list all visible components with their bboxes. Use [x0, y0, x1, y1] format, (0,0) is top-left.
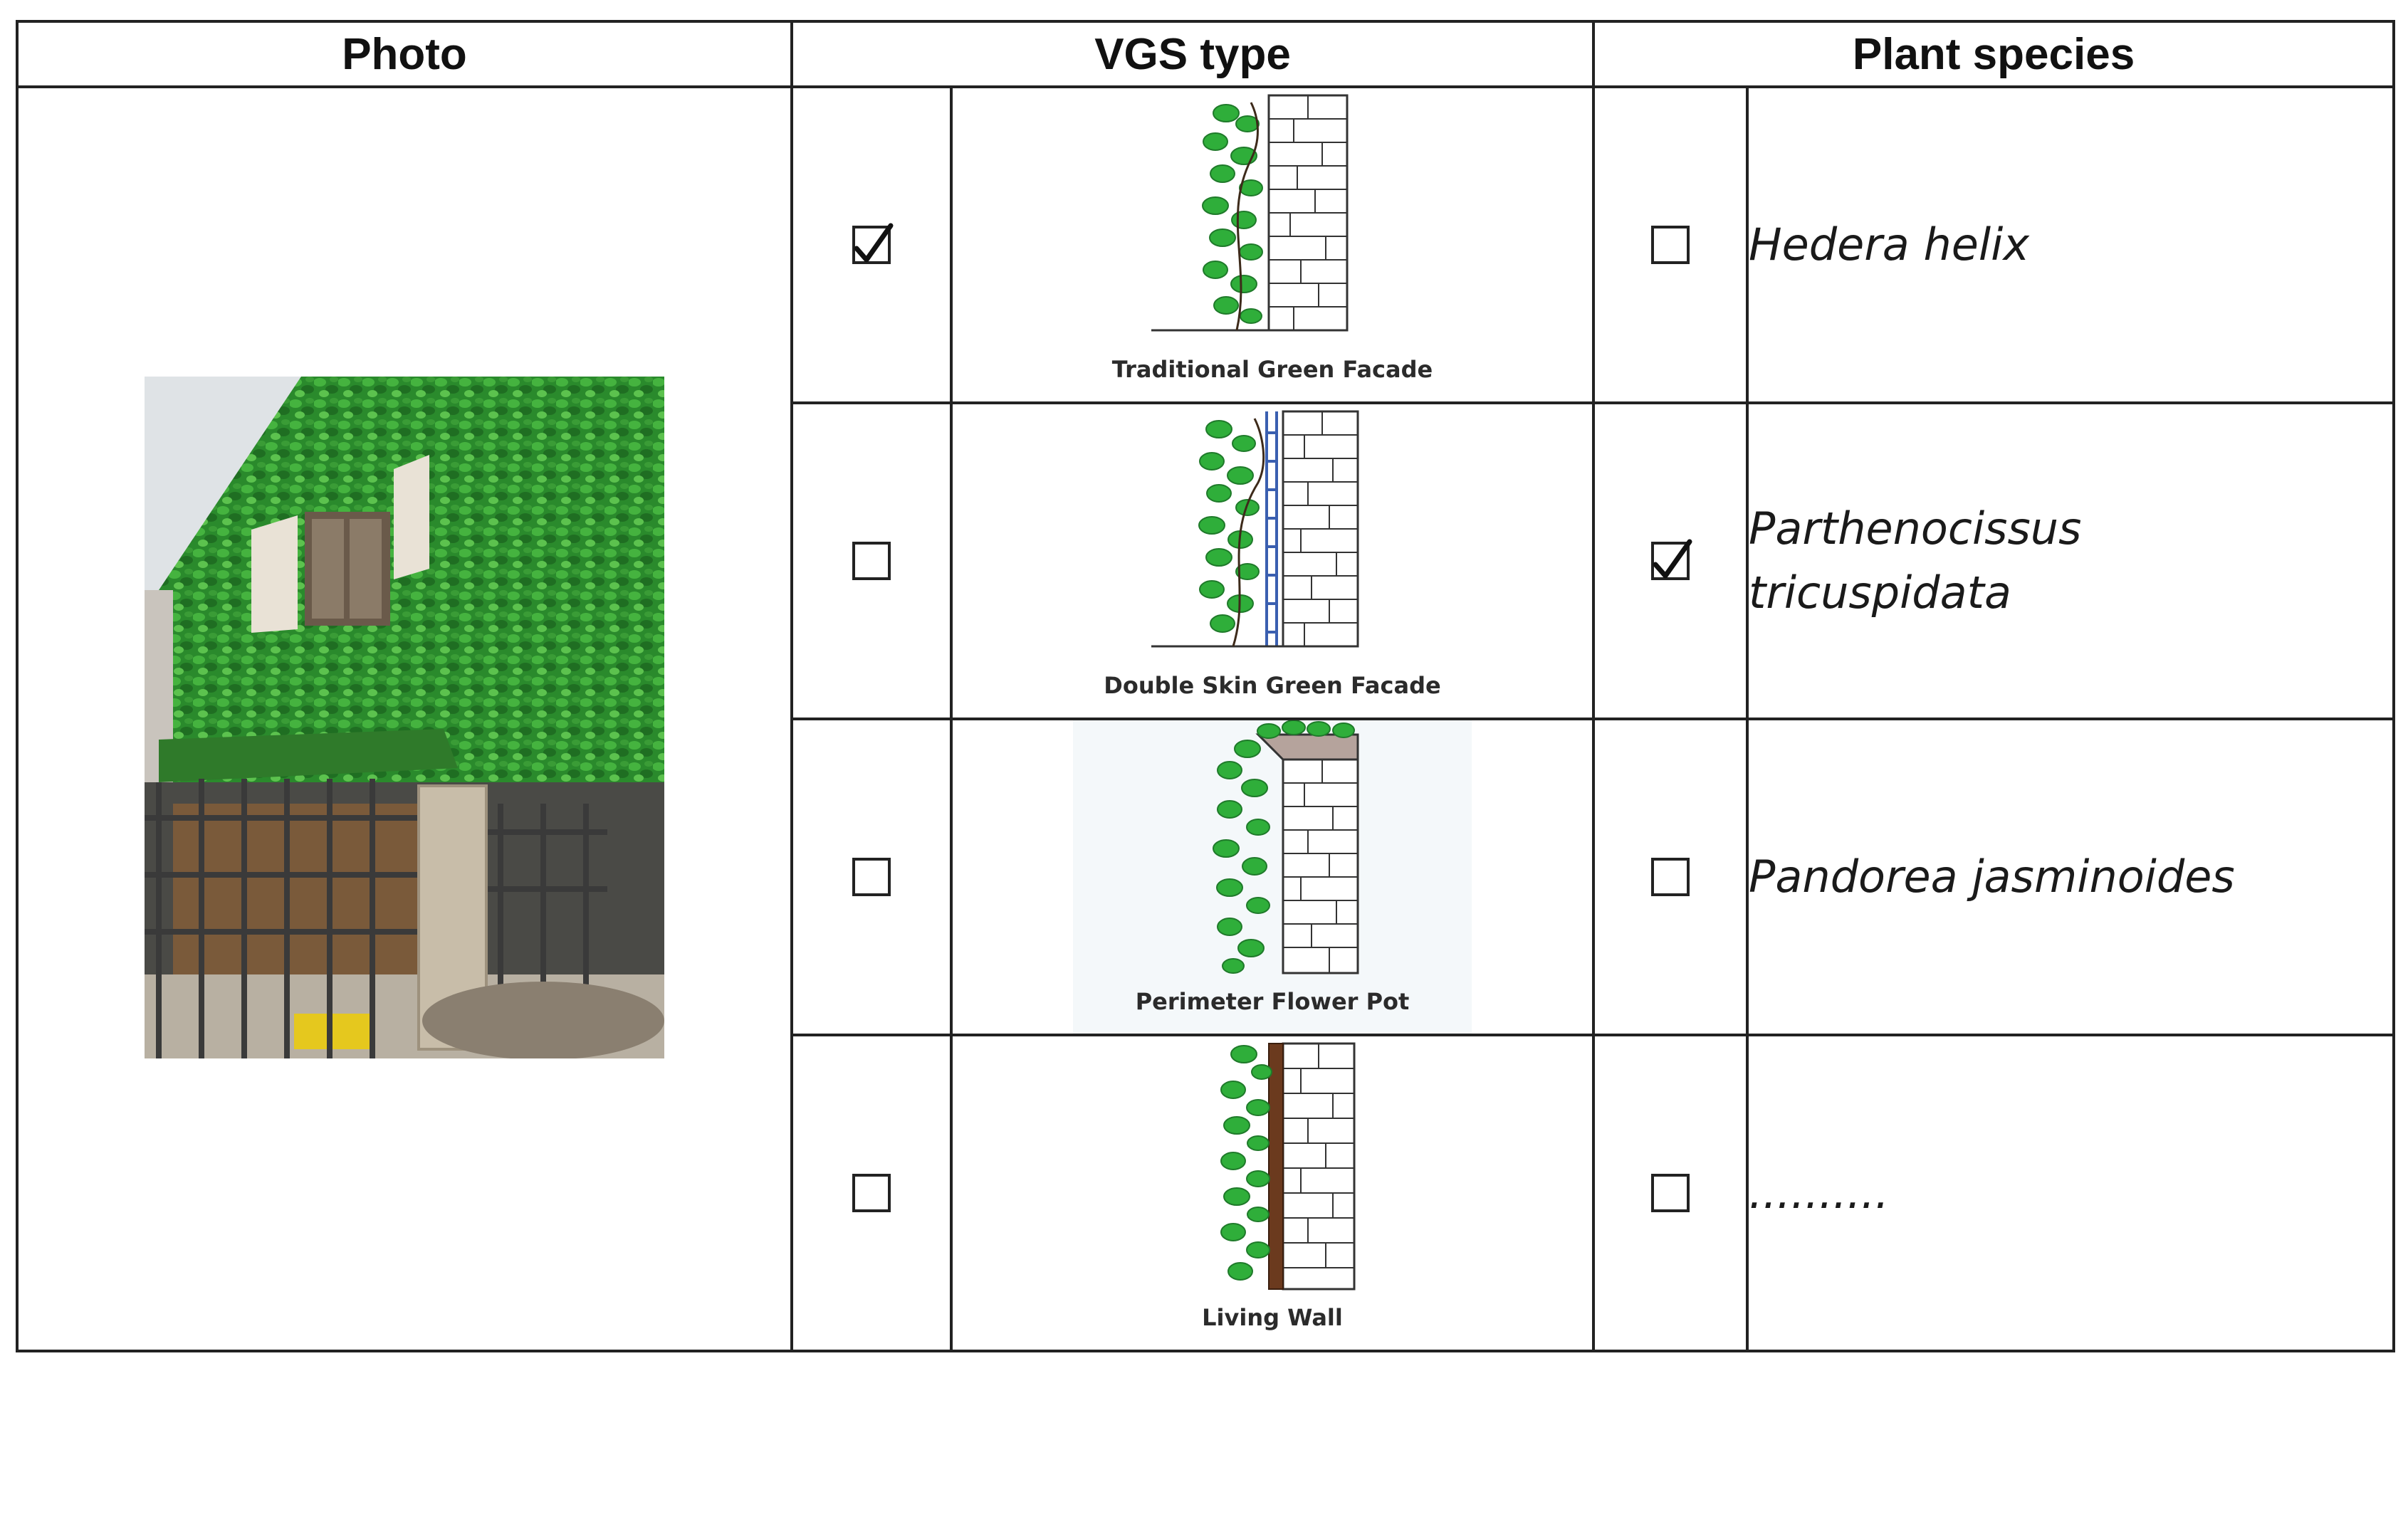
vgs-checkbox-cell: [790, 718, 953, 1036]
vgs-checkbox-cell: [790, 1034, 953, 1352]
species-checkbox-pandorea[interactable]: [1651, 858, 1690, 896]
vgs-caption: Living Wall: [1202, 1304, 1343, 1331]
table-row: Living Wall ..........: [17, 1034, 2396, 1352]
vgs-illustration-cell: Perimeter Flower Pot: [949, 718, 1596, 1036]
table-row: Double Skin Green Facade Parthenocissus …: [17, 401, 2396, 720]
species-name-text: Parthenocissus tricuspidata: [1749, 503, 2082, 619]
double-skin-green-facade-icon: [1151, 410, 1359, 648]
species-checkbox-cell: [1592, 85, 1749, 404]
species-checkbox-hedera[interactable]: [1651, 226, 1690, 264]
photo-cell: [16, 85, 793, 1352]
vgs-checkbox-cell: [790, 401, 953, 720]
vgs-illustration: Living Wall: [1073, 1036, 1472, 1350]
building-photo: [145, 376, 664, 1058]
vgs-checkbox-living-wall[interactable]: [852, 1174, 891, 1212]
species-checkbox-cell: [1592, 1034, 1749, 1352]
vgs-caption: Perimeter Flower Pot: [1135, 988, 1410, 1015]
vgs-illustration-cell: Traditional Green Facade: [949, 85, 1596, 404]
species-checkbox-other[interactable]: [1651, 1174, 1690, 1212]
checkmark-icon: [1653, 539, 1692, 579]
vgs-checkbox-traditional[interactable]: [852, 223, 894, 264]
vgs-survey-table: Photo VGS type Plant species: [16, 20, 2396, 1352]
vgs-checkbox-flower-pot[interactable]: [852, 858, 891, 896]
species-name: Pandorea jasminoides: [1746, 718, 2396, 1036]
header-row: Photo VGS type Plant species: [16, 20, 2396, 88]
species-name: Parthenocissus tricuspidata: [1746, 401, 2396, 720]
vgs-illustration-cell: Living Wall: [949, 1034, 1596, 1352]
vgs-checkbox-cell: [790, 85, 953, 404]
species-checkbox-cell: [1592, 718, 1749, 1036]
species-name: ..........: [1746, 1034, 2396, 1352]
traditional-green-facade-icon: [1151, 94, 1349, 332]
vgs-illustration-cell: Double Skin Green Facade: [949, 401, 1596, 720]
vgs-illustration: Traditional Green Facade: [1073, 88, 1472, 401]
vgs-caption: Double Skin Green Facade: [1104, 672, 1441, 699]
species-name: Hedera helix: [1746, 85, 2396, 404]
species-checkbox-cell: [1592, 401, 1749, 720]
ivy-building-image: [145, 376, 664, 1058]
vgs-illustration: Double Skin Green Facade: [1073, 404, 1472, 718]
living-wall-icon: [1220, 1042, 1356, 1291]
table-row: Traditional Green Facade Hedera helix: [16, 85, 2396, 1352]
checkmark-icon: [854, 223, 894, 263]
photo-header: Photo: [16, 20, 793, 88]
vgs-checkbox-double-skin[interactable]: [852, 542, 891, 580]
perimeter-flower-pot-icon: [1213, 720, 1359, 974]
table-row: Perimeter Flower Pot Pandorea jasminoide…: [17, 718, 2396, 1036]
vgs-caption: Traditional Green Facade: [1111, 356, 1433, 383]
vgs-illustration: Perimeter Flower Pot: [1073, 720, 1472, 1034]
vgs-type-header: VGS type: [790, 20, 1596, 88]
plant-species-header: Plant species: [1592, 20, 2396, 88]
species-checkbox-parthenocissus[interactable]: [1651, 539, 1692, 580]
vgs-survey-table-wrapper: Photo VGS type Plant species: [16, 20, 2396, 1352]
